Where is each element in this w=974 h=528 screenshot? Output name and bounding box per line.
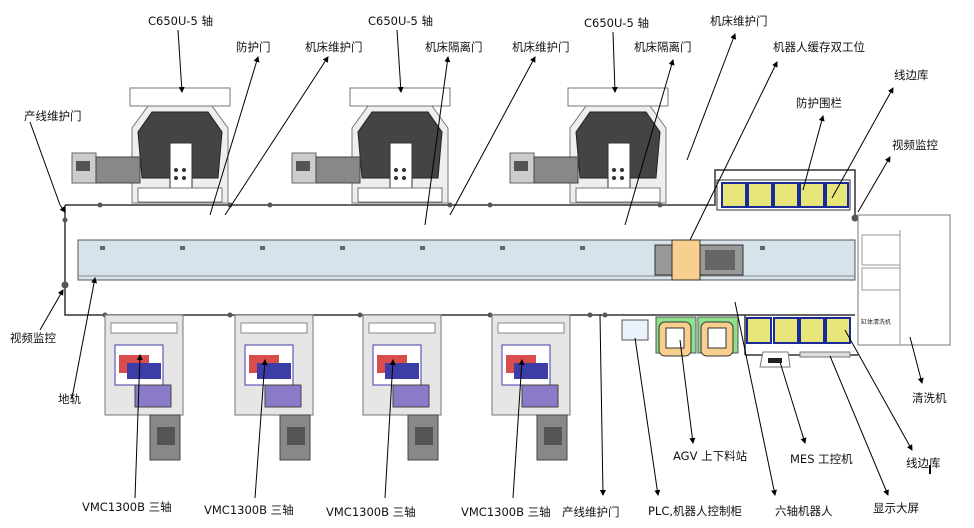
label-vmc-4: VMC1300B 三轴 bbox=[461, 505, 551, 519]
callout-arrows bbox=[29, 29, 924, 499]
label-mes: MES 工控机 bbox=[790, 452, 853, 466]
label-video-left: 视频监控 bbox=[10, 331, 56, 345]
label-plc: PLC,机器人控制柜 bbox=[648, 504, 743, 518]
label-guard-door: 防护门 bbox=[236, 40, 271, 54]
label-maint-door-3: 机床维护门 bbox=[710, 14, 768, 28]
label-line-door-bottom: 产线维护门 bbox=[562, 505, 620, 519]
label-six-axis: 六轴机器人 bbox=[775, 504, 833, 518]
label-rail: 地轨 bbox=[58, 392, 81, 406]
label-screen: 显示大屏 bbox=[873, 501, 919, 515]
label-maint-door-1: 机床维护门 bbox=[305, 40, 363, 54]
label-line-store-top: 线边库 bbox=[894, 68, 929, 82]
label-maint-door-2: 机床维护门 bbox=[512, 40, 570, 54]
label-robot-buffer: 机器人缓存双工位 bbox=[773, 40, 865, 54]
plc-cabinet bbox=[621, 319, 649, 341]
label-washer-inner: 缸体清洗机 bbox=[861, 319, 892, 326]
label-vmc-2: VMC1300B 三轴 bbox=[204, 503, 294, 517]
label-fence: 防护围栏 bbox=[796, 96, 842, 110]
label-agv: AGV 上下料站 bbox=[673, 449, 748, 463]
label-iso-door-2: 机床隔离门 bbox=[634, 40, 692, 54]
label-c650-2: C650U-5 轴 bbox=[368, 14, 434, 28]
label-c650-3: C650U-5 轴 bbox=[584, 16, 650, 30]
label-iso-door-1: 机床隔离门 bbox=[425, 40, 483, 54]
label-video-right: 视频监控 bbox=[892, 138, 938, 152]
label-vmc-3: VMC1300B 三轴 bbox=[326, 505, 416, 519]
label-c650-1: C650U-5 轴 bbox=[148, 14, 214, 28]
label-vmc-1: VMC1300B 三轴 bbox=[82, 500, 172, 514]
label-washer: 清洗机 bbox=[912, 391, 947, 405]
label-line-door-left: 产线维护门 bbox=[24, 109, 82, 123]
label-line-store-bottom: 线边库 bbox=[906, 456, 941, 470]
